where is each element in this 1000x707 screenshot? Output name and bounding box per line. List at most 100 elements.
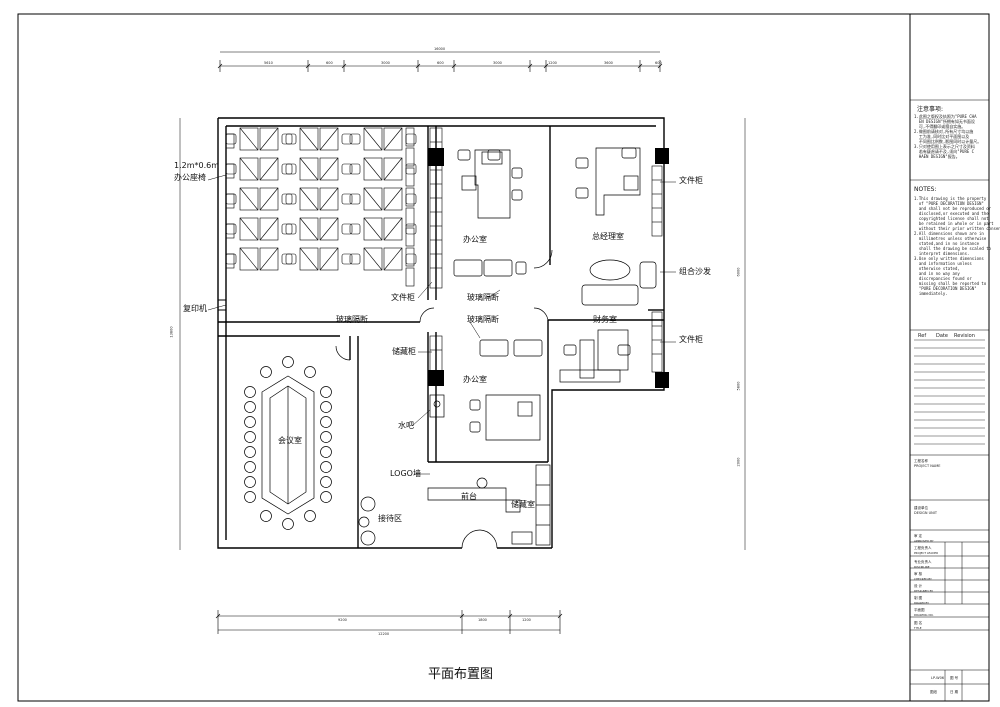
wall-desk: [225, 133, 235, 149]
drawing-code: LP-W06: [931, 676, 945, 680]
room-label-storage-room: 储藏室: [511, 500, 535, 509]
dimension-top-seg: 3000: [493, 61, 502, 65]
cabinet-unit: [405, 267, 415, 287]
workstation-desk: [259, 157, 279, 181]
title-block-row-label-en: APPROVED BY: [914, 539, 934, 543]
logo-wall-label: LOGO墙: [390, 469, 421, 478]
workstation-diagonal: [363, 217, 383, 241]
title-block-row-label-en: DESIGNED BY: [914, 589, 934, 593]
workstation-diagonal: [363, 247, 383, 271]
title-block-row-label-en: PROJECT LEADER: [914, 551, 939, 555]
cabinet-unit: [405, 207, 415, 227]
workstation-diagonal: [319, 217, 339, 241]
dimension-lines: [179, 51, 746, 631]
design-unit-en: DESIGN UNIT: [914, 511, 937, 515]
meeting-chair: [320, 476, 332, 488]
meeting-chair: [244, 401, 256, 413]
dimension-right-seg-2: 5800: [736, 381, 741, 391]
project-name-label: 工程名称: [914, 459, 928, 463]
office-chair: [285, 163, 297, 175]
office-chair: [349, 163, 361, 175]
workstation-desk: [239, 127, 259, 151]
office-chair: [341, 223, 353, 235]
dimension-top-seg: 600: [655, 61, 662, 65]
workstation-desk: [299, 217, 319, 241]
cabinet-unit: [405, 167, 415, 187]
wall-desk: [225, 193, 235, 209]
workstation-desk: [383, 187, 403, 211]
office-chair: [281, 253, 293, 265]
dimension-top-seg: 600: [437, 61, 444, 65]
dimension-top-seg: 600: [326, 61, 333, 65]
title-block-row-label: 工程负责人: [914, 546, 932, 550]
dimension-top-seg: 3000: [381, 61, 390, 65]
meeting-chair: [244, 416, 256, 428]
office-chair: [281, 163, 293, 175]
office-chair: [349, 133, 361, 145]
reception-furniture: [335, 249, 553, 549]
office-chair: [285, 223, 297, 235]
meeting-chair: [320, 416, 332, 428]
meeting-chair: [260, 510, 272, 522]
workstation-diagonal: [383, 247, 403, 271]
gm-office-furniture: [575, 147, 657, 306]
dimension-bottom-seg-2: 1800: [478, 618, 487, 622]
workstation-desk: [319, 217, 339, 241]
office-chair: [285, 193, 297, 205]
workstation-desk: [363, 157, 383, 181]
wall-desk: [225, 253, 235, 269]
workstation-size-label: 1.2m*0.6m: [174, 161, 220, 170]
file-cabinet-label: 文件柜: [679, 335, 703, 344]
notice-text: 1.此图之版权及执照为"PURE CHA EN DESIGN"所拥有如无书面设 …: [914, 114, 982, 159]
meeting-chair: [320, 401, 332, 413]
design-unit-label: 建设单位: [914, 506, 928, 510]
workstation-desk: [239, 187, 259, 211]
room-label-reception-desk: 前台: [461, 492, 477, 501]
office-chair: [341, 163, 353, 175]
workstation-desk: [383, 127, 403, 151]
office-chair: [281, 133, 293, 145]
drawing-title: 平面布置图: [428, 667, 494, 682]
workstation-desk: [383, 217, 403, 241]
office-chair: [405, 223, 417, 235]
drawing-frame: [17, 13, 990, 702]
office-chair: [285, 133, 297, 145]
office-chair: [225, 223, 237, 235]
dimension-right-seg-1: 6000: [736, 267, 741, 277]
title-block-row-label-en: CHECKED BY: [914, 577, 932, 581]
file-cabinet: [651, 165, 663, 237]
workstation-diagonal: [259, 217, 279, 241]
dimension-bottom-total: 12200: [378, 632, 390, 636]
office-chair: [349, 193, 361, 205]
workstation-diagonal: [259, 127, 279, 151]
office-chair: [341, 133, 353, 145]
finance-furniture: [559, 329, 631, 383]
office-chair: [225, 133, 237, 145]
workstation-diagonal: [319, 127, 339, 151]
office-chair: [225, 163, 237, 175]
meeting-chair: [320, 431, 332, 443]
cabinet-unit: [405, 147, 415, 167]
workstation-diagonal: [259, 247, 279, 271]
office-chair: [405, 133, 417, 145]
title-block-row-label-en: DRAWN BY: [914, 601, 929, 605]
cabinet-unit: [405, 187, 415, 207]
workstation-desk: [259, 127, 279, 151]
office-chair: [341, 253, 353, 265]
dimension-left-total: 13800: [169, 326, 174, 338]
leader-lines: [207, 174, 676, 475]
workstation-desk: [363, 127, 383, 151]
workstation-desk: [259, 187, 279, 211]
title-block-row-label: 设 计: [914, 584, 923, 588]
glass-partition-label: 玻璃隔断: [336, 315, 368, 324]
dimension-bottom-seg-3: 1200: [522, 618, 531, 622]
workstation-desk: [259, 217, 279, 241]
file-cabinets: [429, 127, 663, 373]
conference-table: [261, 375, 315, 515]
meeting-chair: [244, 386, 256, 398]
meeting-chair: [282, 518, 294, 530]
dimension-top-seg: 1200: [548, 61, 557, 65]
office-chair: [349, 223, 361, 235]
office-chair: [281, 223, 293, 235]
